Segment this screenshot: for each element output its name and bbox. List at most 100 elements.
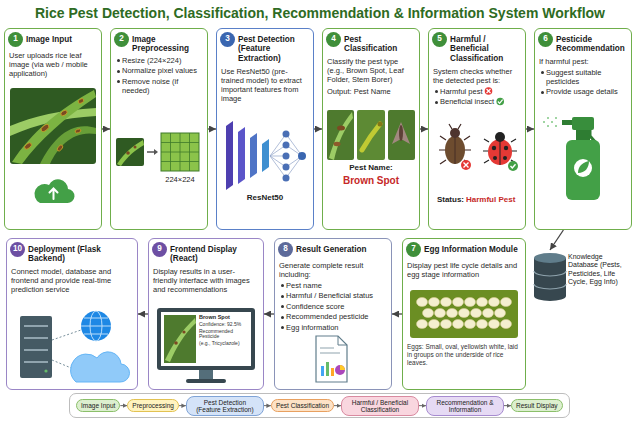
process-card: 2Image PreprocessingResize (224×224)Norm… [110,28,208,230]
text-row: Preprocessing [132,402,174,409]
pixel-grid [161,133,199,171]
step-number: 5 [437,35,442,43]
bullet-text: Provide usage details [546,87,627,96]
pixel-grid [161,133,199,171]
text-row: Egg information [279,323,387,332]
upload-icon [34,179,74,203]
bullet-text: Remove noise (if needed) [122,77,203,95]
process-card: 4Pest ClassificationClassify the pest ty… [322,28,420,230]
connector-arrow [264,405,271,406]
egg-photo [429,298,440,307]
pixel-grid [161,133,199,171]
leaf-thumbnail [126,151,130,155]
egg-photo [477,320,488,329]
text-row: User uploads rice leaf image (via web / … [9,51,97,78]
beneficial-ladybug [500,139,501,165]
text-row: Harmful / Beneficial Classification [450,33,521,64]
pest-images [399,125,403,141]
text-row: Output: Pest Name [327,87,415,96]
text-row: Egg Information Module [424,243,521,258]
spray-bottle [547,117,549,119]
leaf-photo [10,88,96,164]
pill-text: Preprocessing [132,402,174,409]
pest-images [329,112,353,160]
pill-text: Image Input [81,402,115,409]
pill-text: Pest Detection (Feature Extraction) [191,399,259,413]
text-row: Image Input [26,33,97,48]
pest-images [327,110,415,160]
bullet-dot [117,59,120,62]
card-heading: Image Preprocessing [132,35,203,55]
text-row: Harmful / Beneficial status [279,291,387,300]
spray-bottle [547,125,549,127]
bullet-dot [281,295,284,298]
report-document [335,365,345,375]
connector-arrow [419,405,426,406]
leaf-thumbnail [117,140,144,166]
connector-arrow [392,313,402,314]
card-body: System checks whether the detected pest … [433,67,521,85]
text-row: 8 [283,245,288,253]
resnet-network [283,175,290,182]
text-row: Image Input [81,402,115,409]
card-body: Classify the pest type (e.g., Brown Spot… [327,57,415,84]
text-row: Classify the pest type (e.g., Brown Spot… [327,57,415,84]
leaf-photo [40,126,96,164]
beneficial-ladybug [488,139,512,165]
text-row: If harmful pest: [539,57,627,66]
text-row: Pest name [279,281,387,290]
egg-photo [447,309,458,318]
monitor-screen [157,308,255,370]
egg-photo [465,298,476,307]
beneficial-ladybug [504,146,508,150]
bullet-dot [281,326,284,329]
egg-photo [417,298,428,307]
pest-images [392,122,410,144]
step-number: 10 [13,245,22,253]
connector-arrow [526,128,534,129]
connector-arrow [314,128,322,129]
text-row: 9 [157,245,162,253]
leaf-photo [12,90,96,164]
resnet-network [298,152,306,160]
monitor-screen [165,318,196,362]
bullet-text: Harmful / Beneficial status [286,291,387,300]
flow-pill: Result Display [511,399,563,412]
spray-bottle [572,117,594,130]
pill-text: Recommendation & Information [431,399,499,413]
spray-bottle [543,117,600,200]
card-body: Generate complete result including: [279,261,387,279]
text-row: 3 [225,35,230,43]
step-number: 7 [411,245,416,253]
text-row: Deployment (Flask Backend) [28,243,133,264]
text-row: Beneficial insect [433,97,521,106]
connector-arrow [120,405,127,406]
text-row: Pest Classification [276,402,329,409]
connector-arrow [550,230,563,250]
status-label: Status: [431,196,464,205]
screen-text: Confidence: 92.5% [199,322,251,328]
step-number: 1 [13,35,18,43]
server-globe-cloud [81,318,111,334]
text-row: Result Generation [296,243,387,258]
image-size-label: 224×224 [150,176,210,184]
text-row: Knowledge Database (Pests, Pesticides, L… [568,253,634,287]
flow-summary-bar: Image Input Preprocessing Pest Detection (… [69,393,570,418]
pest-images [337,126,345,131]
database-icon [534,271,566,289]
step-number-circle: 10 [10,242,25,257]
text-row: Pest Classification [344,33,415,54]
text-row: Display results in a user-friendly inter… [153,267,259,294]
text-row: Generate complete result including: [279,261,387,279]
beneficial-ladybug [493,156,497,160]
beneficial-ladybug [495,132,505,142]
leaf-photo [23,142,32,151]
text-row: Result Display [516,402,558,409]
result-value: Brown Spot [322,175,420,186]
card-heading: Result Generation [296,245,387,255]
spray-bottle [566,140,600,200]
text-row: Recommendation & Information [431,399,499,413]
card-body: Connect model, database and frontend and… [11,267,133,294]
text-row: 1 [13,35,18,43]
connector-arrow [504,405,511,406]
